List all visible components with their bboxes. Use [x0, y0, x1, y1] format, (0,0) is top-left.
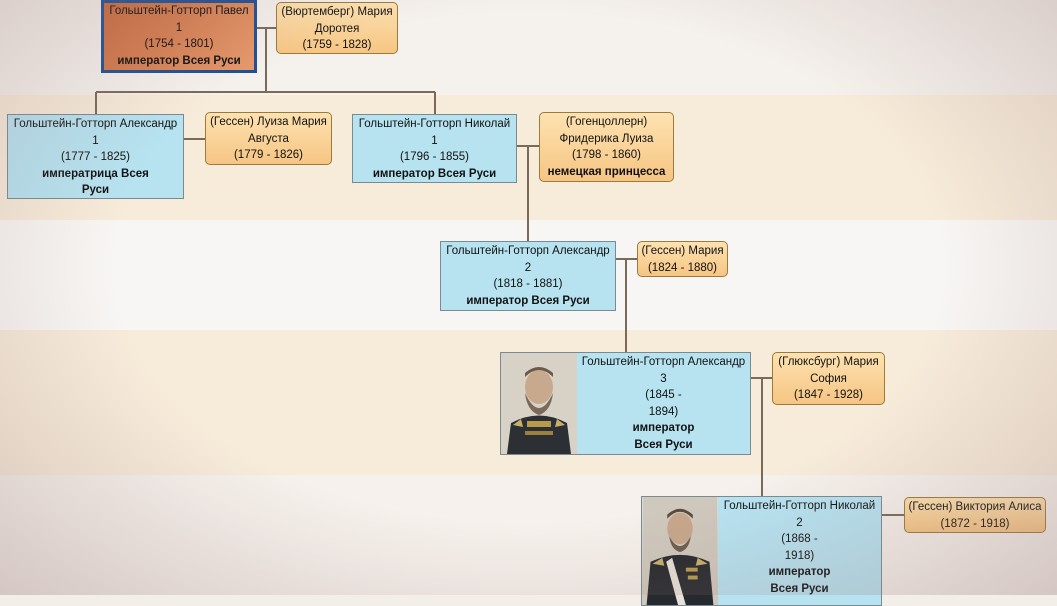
person-dates: (1818 - 1881) [493, 278, 563, 290]
person-title: императрица Всея [42, 167, 149, 180]
person-title: император [768, 566, 831, 578]
person-number: 2 [796, 516, 803, 529]
person-name: Гольштейн-Готторп Александр [446, 245, 610, 257]
person-title: император Всея Руси [117, 54, 241, 67]
person-title: император Всея Руси [466, 294, 590, 307]
spouse-card-friederike[interactable]: (Гогенцоллерн) Фридерика Луиза (1798 - 1… [539, 112, 674, 182]
person-card-alexander-1[interactable]: Гольштейн-Готторп Александр 1 (1777 - 18… [7, 114, 184, 199]
person-dates: (1845 - [645, 389, 682, 401]
spouse-card-maria-sofia[interactable]: (Глюксбург) Мария София (1847 - 1928) [772, 352, 885, 405]
person-card-nikolai-1[interactable]: Гольштейн-Готторп Николай 1 (1796 - 1855… [352, 114, 517, 183]
spouse-name-line2: Доротея [314, 22, 360, 35]
person-dates-line2: 1894) [648, 405, 679, 418]
spouse-name-line2: Фридерика Луиза [559, 132, 654, 145]
person-title-line2: Всея Руси [634, 438, 693, 451]
spouse-card-luisa[interactable]: (Гессен) Луиза Мария Августа (1779 - 182… [205, 112, 332, 165]
spouse-name: (Гессен) Мария [641, 245, 724, 257]
spouse-name: (Гессен) Луиза Мария [210, 116, 327, 128]
portrait-photo [501, 353, 577, 454]
person-number: 2 [524, 261, 532, 274]
person-dates: (1868 - [781, 533, 818, 545]
person-number: 1 [431, 134, 438, 147]
spouse-name: (Вюртемберг) Мария [281, 6, 393, 18]
person-name: Гольштейн-Готторп Александр [13, 118, 178, 130]
spouse-dates: (1847 - 1928) [793, 389, 864, 401]
person-title: император [632, 422, 695, 434]
person-title-line2: Руси [81, 184, 110, 196]
spouse-dates: (1759 - 1828) [302, 39, 372, 51]
person-name: Гольштейн-Готторп Александр [581, 356, 746, 368]
spouse-name: (Гогенцоллерн) [565, 116, 648, 128]
spouse-name: (Глюксбург) Мария [778, 356, 879, 368]
spouse-dates: (1779 - 1826) [233, 149, 304, 161]
person-card-pavel-1[interactable]: Гольштейн-Готторп Павел 1 (1754 - 1801) … [101, 0, 257, 73]
spouse-name-line2: Августа [248, 132, 289, 145]
person-card-nikolai-2[interactable]: Гольштейн-Готторп Николай 2 (1868 - 1918… [641, 496, 882, 606]
person-title-line2: Всея Руси [770, 582, 829, 595]
person-dates: (1796 - 1855) [399, 151, 470, 163]
person-name: Гольштейн-Готторп Павел [109, 5, 249, 17]
person-dates: (1777 - 1825) [60, 151, 131, 163]
person-card-alexander-2[interactable]: Гольштейн-Готторп Александр 2 (1818 - 18… [440, 241, 616, 311]
spouse-name-line2: София [810, 372, 847, 385]
person-number: 1 [92, 134, 99, 147]
spouse-card-maria-dorothea[interactable]: (Вюртемберг) Мария Доротея (1759 - 1828) [276, 2, 398, 54]
person-title: император Всея Руси [372, 167, 497, 180]
person-card-alexander-3[interactable]: Гольштейн-Готторп Александр 3 (1845 - 18… [500, 352, 751, 455]
person-number: 1 [175, 21, 183, 34]
spouse-name: (Гессен) Виктория Алиса [908, 501, 1042, 513]
spouse-dates: (1872 - 1918) [940, 517, 1010, 530]
person-name: Гольштейн-Готторп Николай [358, 118, 511, 130]
portrait-icon [501, 353, 577, 454]
person-name: Гольштейн-Готторп Николай [723, 500, 876, 512]
portrait-photo [642, 497, 718, 605]
spouse-title: немецкая принцесса [547, 165, 666, 178]
spouse-card-maria-hessen[interactable]: (Гессен) Мария (1824 - 1880) [637, 241, 728, 277]
person-dates: (1754 - 1801) [144, 38, 214, 50]
spouse-dates: (1824 - 1880) [647, 261, 718, 274]
spouse-dates: (1798 - 1860) [571, 149, 642, 161]
person-number: 3 [660, 372, 667, 385]
spouse-card-victoria-alice[interactable]: (Гессен) Виктория Алиса (1872 - 1918) [904, 497, 1046, 533]
portrait-icon [642, 497, 718, 605]
person-dates-line2: 1918) [784, 549, 815, 562]
